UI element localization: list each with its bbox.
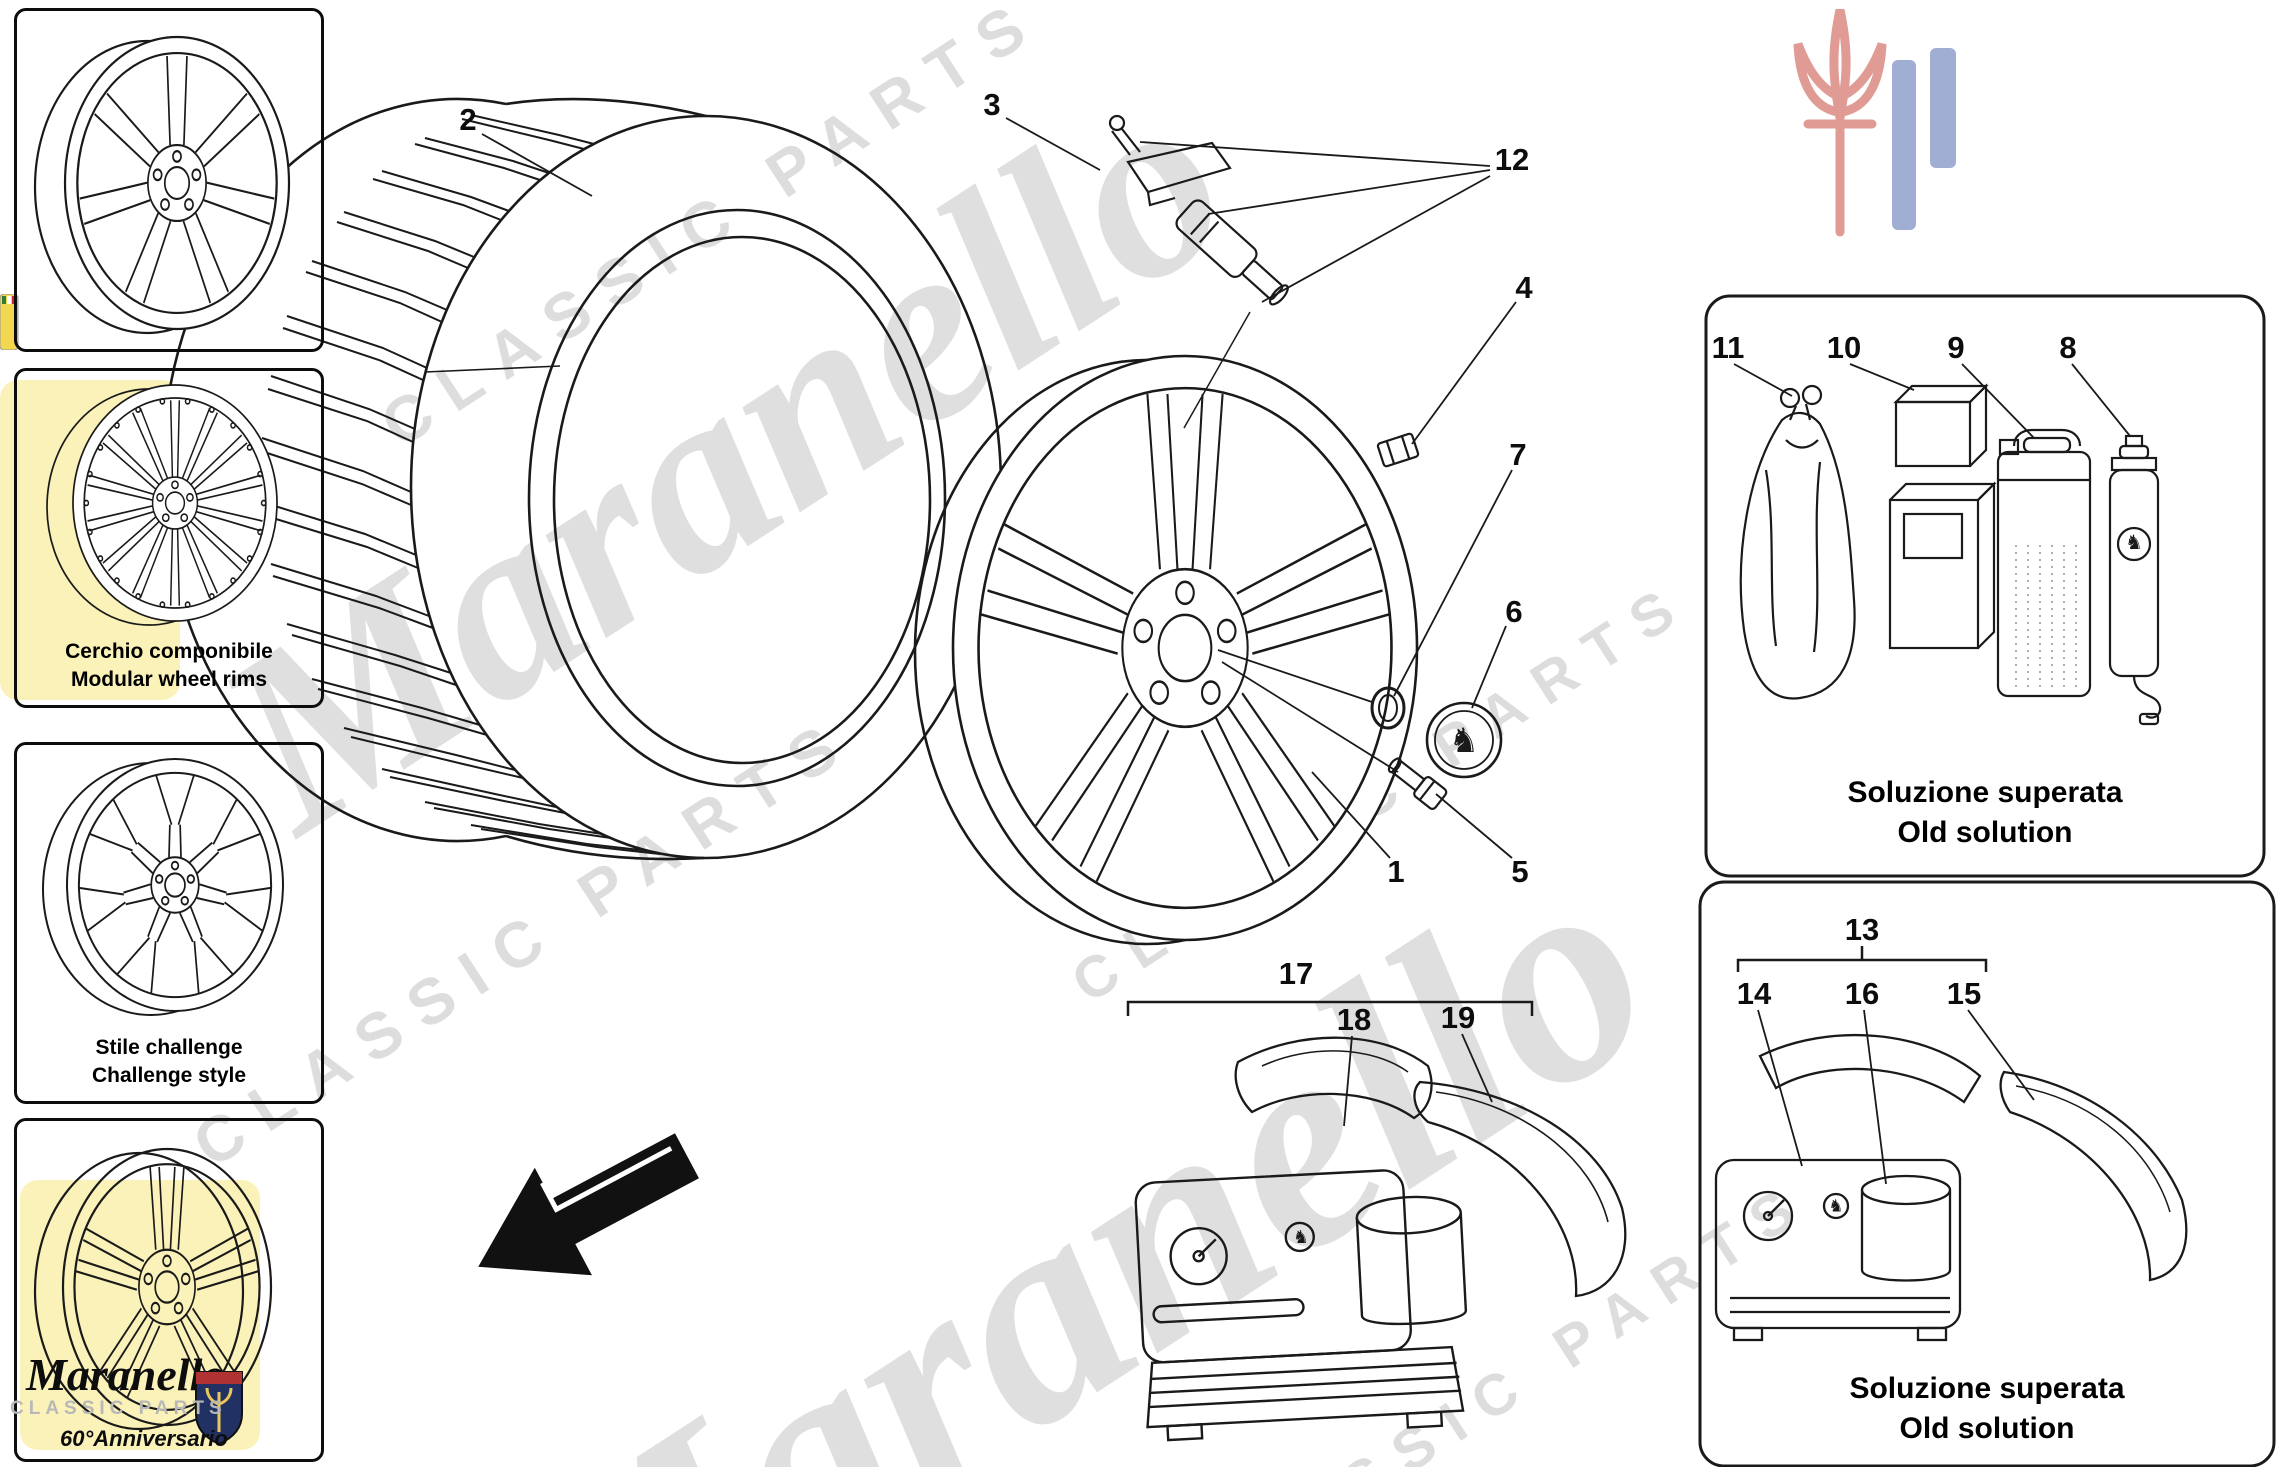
callout-7: 7 — [1509, 437, 1527, 472]
prancing-horse-icon: ♞ — [2125, 532, 2143, 554]
wheel-rim-thumbnail — [33, 35, 291, 335]
callout-12: 12 — [1494, 142, 1530, 177]
sealant-boxes-drawing — [1888, 383, 1997, 650]
callout-11: 11 — [1711, 330, 1745, 365]
callout-19: 19 — [1440, 1000, 1476, 1035]
tyre-pressure-sensor-drawing — [1108, 114, 1289, 429]
old-solution-caption-it: Soluzione superata — [1849, 1372, 2125, 1405]
thumb-caption-it: Stile challenge — [95, 1036, 243, 1059]
callout-14: 14 — [1736, 976, 1772, 1011]
sidebar-wheel-variant-anniversary[interactable] — [14, 1118, 324, 1462]
canister-drawing — [1996, 428, 2092, 698]
sidebar-wheel-variant-challenge[interactable]: Stile challenge Challenge style — [14, 742, 324, 1104]
footer-anniversary: 60°Anniversario — [60, 1426, 228, 1451]
o-ring-drawing — [1370, 686, 1406, 730]
old-solution-caption-it: Soluzione superata — [1847, 776, 2123, 809]
wheel-rim-thumbnail — [42, 758, 284, 1016]
old-solution-caption-en: Old solution — [1899, 1412, 2075, 1445]
direction-arrow — [478, 1133, 699, 1276]
callout-9: 9 — [1947, 330, 1965, 365]
soft-bag-drawing — [1739, 384, 1856, 700]
footer-subtitle: CLASSIC PARTS — [10, 1398, 227, 1419]
callout-4: 4 — [1515, 270, 1533, 305]
callout-1: 1 — [1387, 854, 1405, 889]
callout-8: 8 — [2059, 330, 2077, 365]
wheel-bolt-drawing — [1387, 757, 1448, 810]
sidebar-wheel-variant-standard[interactable] — [14, 8, 324, 352]
footer-brand: Maranello — [26, 1349, 226, 1400]
leader-lines — [481, 117, 1517, 859]
thumb-caption-it: Cerchio componibile — [65, 640, 273, 663]
callout-18: 18 — [1336, 1002, 1372, 1037]
thumb-caption-en: Challenge style — [91, 1064, 247, 1087]
callout-15: 15 — [1946, 976, 1982, 1011]
spray-can-drawing — [2108, 434, 2162, 726]
prancing-horse-icon: ♞ — [1292, 1227, 1310, 1247]
balance-weight-drawing — [1376, 432, 1420, 468]
old-solution-caption-en: Old solution — [1897, 816, 2073, 849]
callout-13: 13 — [1844, 912, 1880, 947]
callout-10: 10 — [1826, 330, 1862, 365]
wheel-rim-drawing — [913, 354, 1419, 946]
old-solution-compressor-panel — [1698, 880, 2276, 1467]
prancing-horse-icon: ♞ — [1828, 1196, 1844, 1216]
wheel-rim-thumbnail — [33, 1147, 273, 1431]
callout-16: 16 — [1844, 976, 1880, 1011]
callout-17: 17 — [1278, 956, 1314, 991]
maranello-shield-icon — [195, 1371, 243, 1446]
wheel-rim-thumbnail — [46, 384, 278, 626]
callout-3: 3 — [983, 87, 1001, 122]
old-solution-kit-panel — [1704, 294, 2266, 878]
trident-watermark-icon — [1793, 9, 1887, 237]
center-cap-drawing — [1425, 701, 1503, 779]
callout-5: 5 — [1511, 854, 1529, 889]
thumb-caption-en: Modular wheel rims — [70, 668, 268, 691]
prancing-horse-icon: ♞ — [1448, 722, 1480, 760]
callout-6: 6 — [1505, 594, 1523, 629]
watermark-flag-icon — [1892, 48, 1956, 230]
callout-2: 2 — [459, 102, 477, 137]
tyre-repair-compressor-drawing — [1126, 1000, 1627, 1442]
sidebar-wheel-variant-modular[interactable]: Cerchio componibile Modular wheel rims — [14, 368, 324, 708]
